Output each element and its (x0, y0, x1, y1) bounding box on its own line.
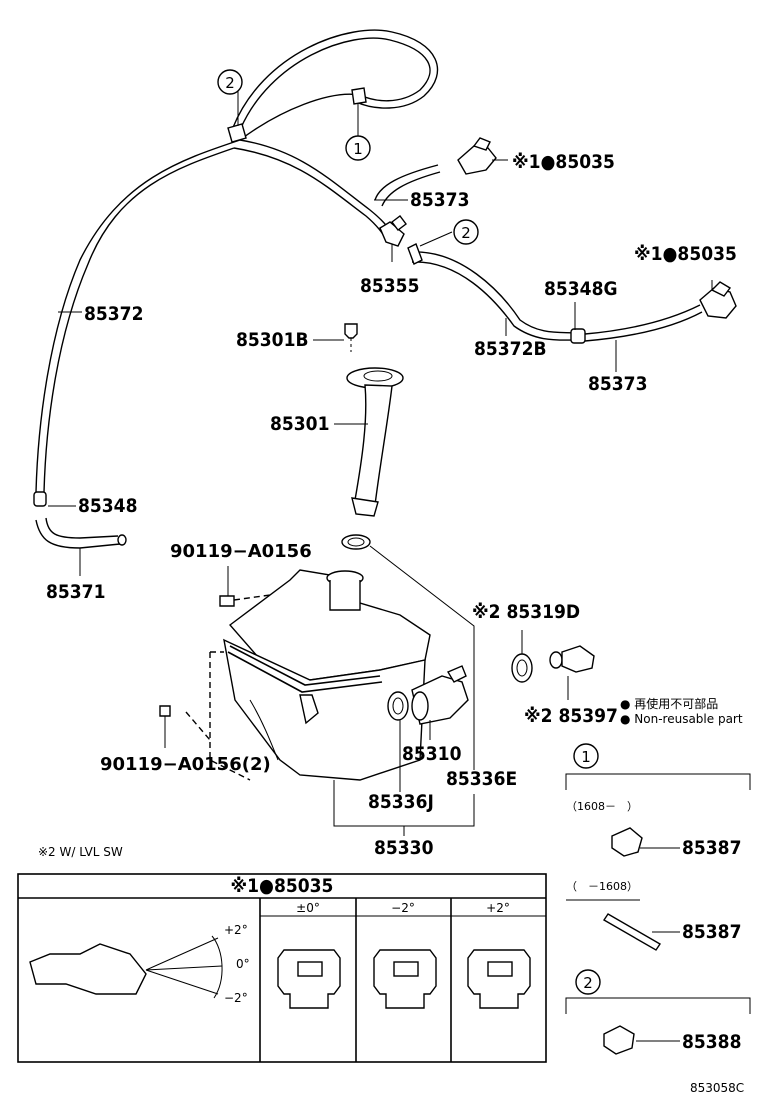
callout-1a: 1 (353, 140, 363, 158)
label-85371: 85371 (46, 581, 105, 603)
label-85373-b: 85373 (588, 373, 647, 395)
legend-non-reusable-jp: ● 再使用不可部品 (620, 696, 718, 711)
washer-hose-85372 (35, 29, 439, 493)
pump-85310 (411, 665, 469, 725)
note-lvl-sw: ※2 W/ LVL SW (38, 845, 123, 859)
connector-minus2deg (373, 949, 437, 1009)
clamp-85387-new (611, 827, 643, 857)
label-85372B: 85372B (474, 338, 547, 360)
label-90119-b: 90119−A0156(2) (100, 754, 271, 775)
hose-85371 (35, 517, 127, 549)
connector-85348 (33, 491, 47, 507)
connector-0deg (277, 949, 341, 1009)
callout-2c: 2 (583, 974, 593, 992)
label-85397: ※2 85397 (524, 705, 618, 727)
angle-minus: −2° (224, 991, 248, 1005)
hose-85373-a (374, 164, 439, 201)
table-header-minus2: −2° (391, 901, 415, 915)
table-title: ※1●85035 (231, 875, 334, 897)
nozzle-85035-top (457, 137, 497, 175)
label-85387-a: 85387 (682, 837, 741, 859)
label-85301: 85301 (270, 413, 329, 435)
detail-2-bracket (565, 997, 751, 1055)
label-85348: 85348 (78, 495, 137, 517)
label-85035-right: ※1●85035 (634, 243, 737, 265)
nozzle-angle-table: ※1●85035 ±0° −2° +2° +2° 0° −2° (17, 873, 547, 1063)
level-switch-85397 (549, 645, 595, 673)
grommet-85319D (511, 653, 533, 683)
angle-plus: +2° (224, 923, 248, 937)
nozzle-85035-right (699, 281, 737, 319)
label-85348G: 85348G (544, 278, 618, 300)
label-85355: 85355 (360, 275, 419, 297)
label-85388: 85388 (682, 1031, 741, 1053)
callout-1b: 1 (581, 748, 591, 766)
detail-1-bracket: （1608－ ） （ －1608） (565, 773, 751, 951)
joint-85355 (379, 215, 407, 247)
bolt-90119-top (219, 566, 271, 607)
label-85387-b: 85387 (682, 921, 741, 943)
connector-plus2deg (467, 949, 531, 1009)
legend-non-reusable-en: ● Non-reusable part (620, 712, 743, 726)
clamp-85387-old (603, 913, 661, 951)
table-header-plus2: +2° (486, 901, 510, 915)
hose-85372B (407, 243, 703, 344)
washer-tank-85330 (185, 569, 431, 781)
callout-2b: 2 (461, 224, 471, 242)
note-range-new: （1608－ ） (566, 800, 638, 813)
angle-zero: 0° (236, 957, 250, 971)
note-range-old: （ －1608） (566, 880, 638, 893)
label-85301B: 85301B (236, 329, 309, 351)
clamp-85388 (603, 1025, 635, 1055)
label-85336E: 85336E (446, 768, 517, 790)
inlet-85301 (344, 323, 404, 517)
hose-85373-a-edge (381, 171, 441, 207)
callout-2a: 2 (225, 74, 235, 92)
label-85310: 85310 (402, 743, 462, 765)
grommet-85336J (387, 691, 409, 721)
label-85373-a: 85373 (410, 189, 469, 211)
bolt-90119-bottom (159, 705, 171, 748)
label-85336J: 85336J (368, 791, 434, 813)
leader-lines (48, 86, 713, 1042)
label-90119-a: 90119−A0156 (170, 541, 312, 562)
label-85035-top: ※1●85035 (512, 151, 615, 173)
callout-circles: 2 1 2 1 2 (217, 69, 601, 995)
table-header-0: ±0° (296, 901, 320, 915)
label-85330: 85330 (374, 837, 434, 859)
label-85372: 85372 (84, 303, 143, 325)
label-85319D: ※2 85319D (472, 601, 580, 623)
gasket-85336E (341, 534, 371, 550)
figure-code: 853058C (690, 1081, 744, 1095)
